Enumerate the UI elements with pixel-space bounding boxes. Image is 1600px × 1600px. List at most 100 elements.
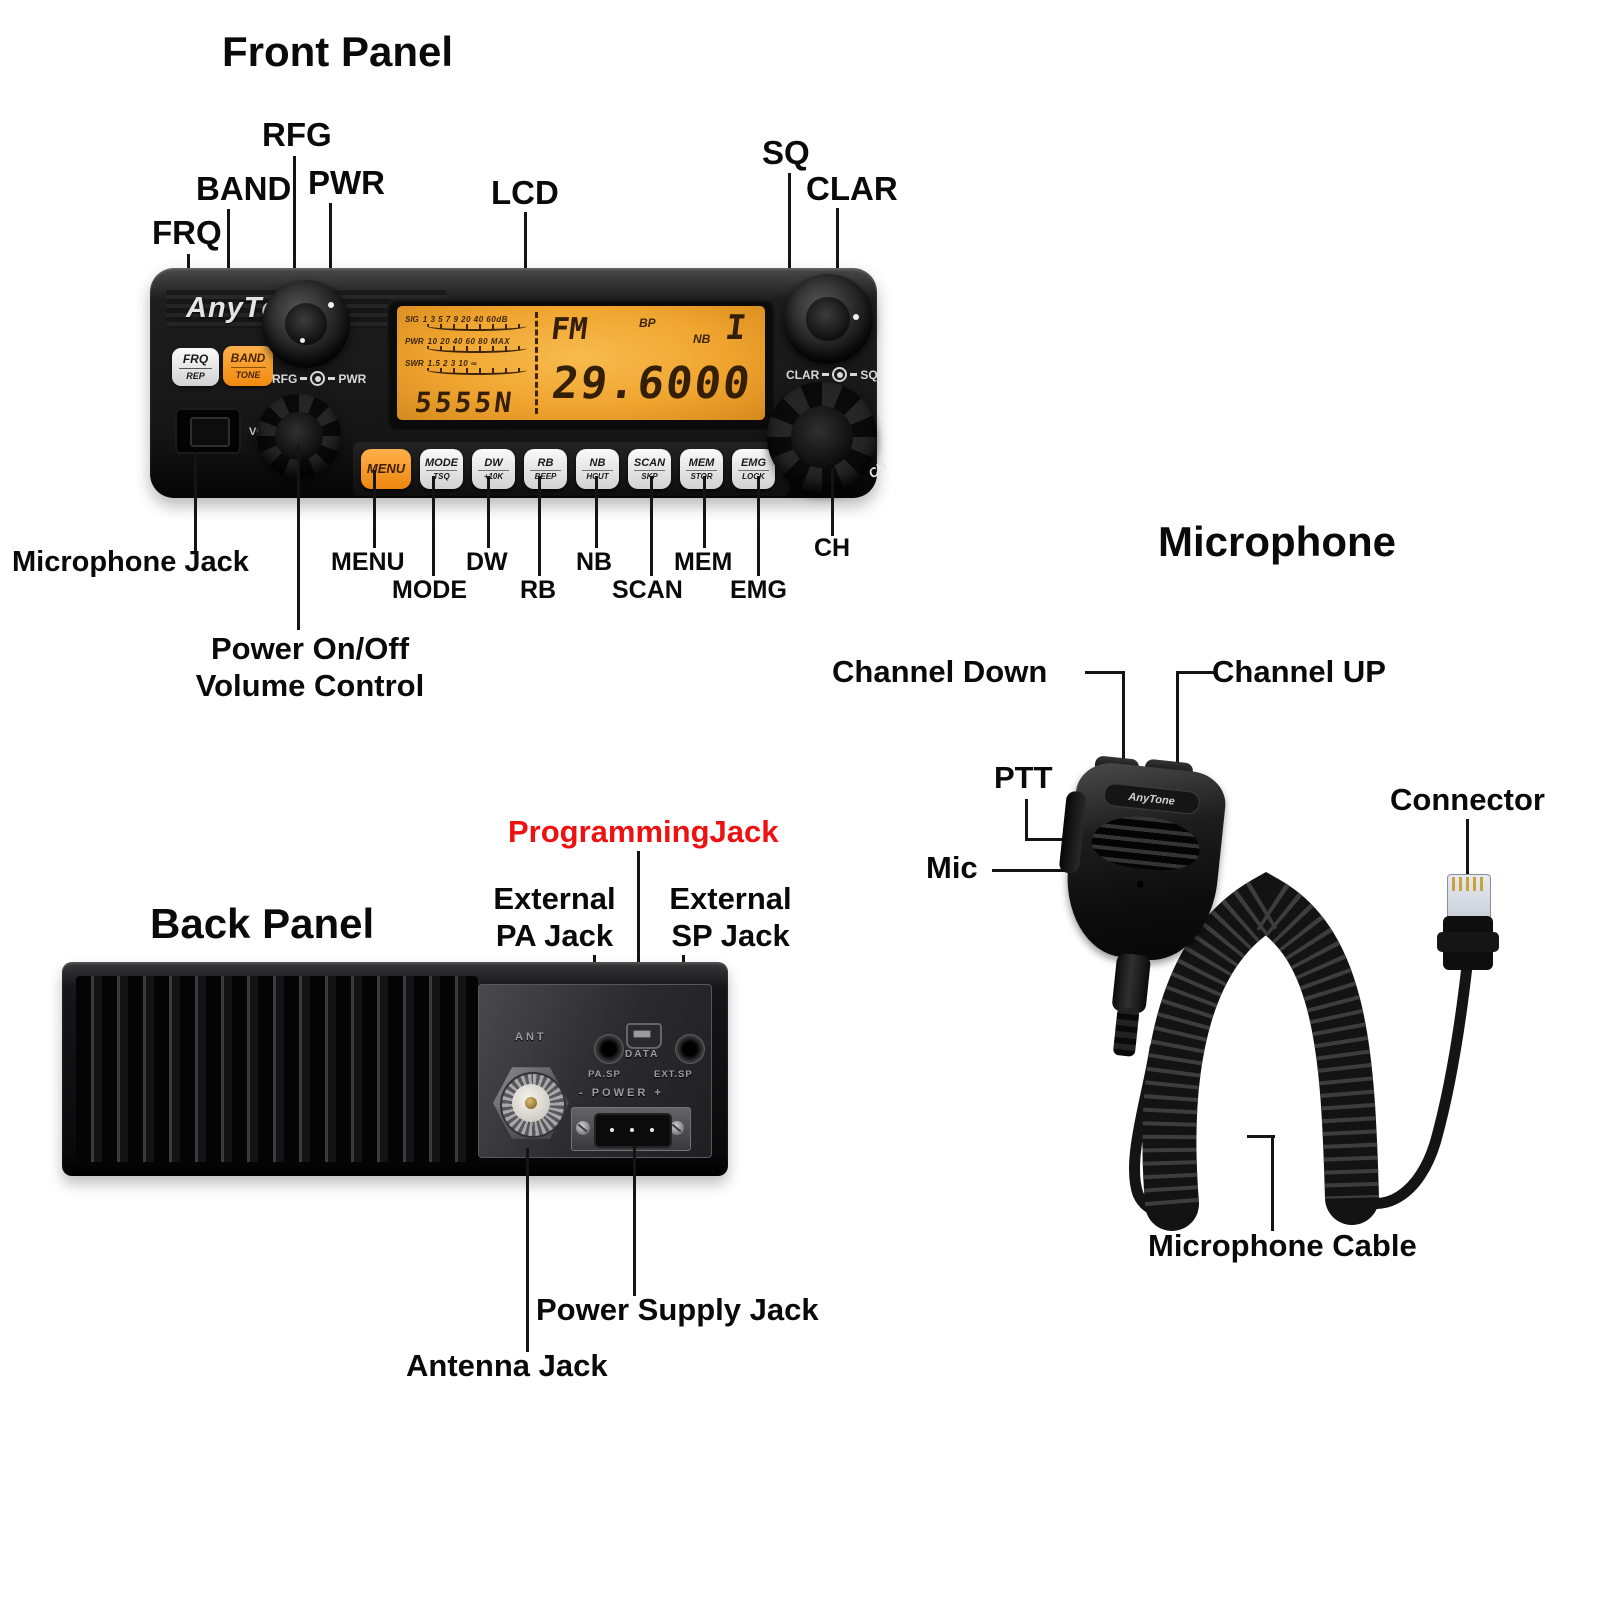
callout-lcd: LCD	[491, 174, 559, 211]
callout-mic: Mic	[926, 850, 978, 885]
callout-mem: MEM	[674, 548, 733, 576]
swr-meter-scale: 1.5 2 3 10 ∞	[427, 359, 478, 368]
band-button-top-label: BAND	[230, 351, 266, 366]
leader-rb	[538, 476, 541, 576]
antenna-jack-pin	[525, 1097, 537, 1109]
ext-sp-engraving: EXT.SP	[654, 1069, 693, 1080]
callout-menu: MENU	[331, 548, 405, 576]
external-pa-line1: External	[493, 881, 616, 916]
channel-knob	[767, 382, 877, 492]
lcd-bp-flag: BP	[639, 316, 656, 330]
power-supply-socket	[594, 1113, 672, 1148]
sq-label: SQ	[860, 367, 878, 382]
leader-channel-up-v	[1176, 671, 1179, 773]
data-mini-usb-port	[626, 1023, 662, 1049]
knob-indicator-dot	[853, 314, 859, 320]
lcd-meters: SIG 1 3 5 7 9 20 40 60dB PWR 10 20 40 60…	[405, 315, 533, 381]
callout-ptt: PTT	[994, 760, 1053, 795]
heat-sink-fins	[76, 976, 478, 1162]
btn-divider	[738, 469, 769, 472]
pwr-meter-ticks	[427, 346, 527, 353]
callout-microphone-cable: Microphone Cable	[1148, 1228, 1417, 1263]
microphone-jack-socket	[175, 408, 241, 454]
emg-top: EMG	[740, 456, 767, 469]
rb-beep-button: RB BEEP	[524, 449, 567, 489]
pa-sp-jack	[594, 1034, 624, 1064]
leader-channel-down-v	[1122, 671, 1125, 773]
mode-bottom: TSQ	[433, 472, 450, 482]
band-tone-button: BAND TONE	[223, 346, 273, 386]
leader-ch	[831, 468, 834, 536]
leader-power-supply	[633, 1146, 636, 1296]
scan-top: SCAN	[633, 456, 666, 469]
pa-sp-engraving: PA.SP	[588, 1069, 621, 1080]
leader-cable-v	[1271, 1135, 1274, 1231]
external-sp-line1: External	[669, 881, 792, 916]
callout-connector: Connector	[1390, 782, 1545, 817]
front-radio-body: AnyTone FRQ REP BAND TONE RFG PWR VOL	[150, 268, 889, 498]
leader-pwr	[329, 203, 332, 330]
callout-band: BAND	[196, 170, 292, 207]
leader-mode	[432, 476, 435, 576]
microphone-title: Microphone	[1158, 518, 1396, 565]
pwr-meter-scale: 10 20 40 60 80 MAX	[427, 337, 511, 346]
lcd-band-digit: I	[723, 308, 749, 348]
callout-scan: SCAN	[612, 576, 683, 604]
leader-rfg	[293, 156, 296, 322]
cable-from-mic	[1129, 1042, 1180, 1216]
external-sp-line2: SP Jack	[671, 918, 790, 953]
ant-engraving: ANT	[515, 1031, 547, 1043]
callout-frq: FRQ	[152, 214, 222, 251]
emg-bottom: LOCK	[742, 472, 765, 482]
leader-ptt-v	[1025, 799, 1028, 841]
rb-bottom: BEEP	[534, 472, 557, 482]
dual-knob-icon	[832, 367, 848, 382]
power-engraving: - POWER +	[579, 1087, 664, 1099]
callout-microphone-jack: Microphone Jack	[12, 546, 249, 578]
btn-divider	[634, 469, 665, 472]
mic-stem	[1111, 952, 1152, 1014]
cable-to-connector	[1346, 960, 1473, 1210]
power-connector-bracket	[571, 1107, 691, 1151]
scan-bottom: SKP	[641, 472, 657, 481]
back-radio-body: ANT DATA PA.SP EXT.SP - POWER +	[62, 962, 728, 1176]
callout-pwr: PWR	[308, 164, 385, 201]
screw-icon	[576, 1121, 590, 1135]
pwr-meter: PWR 10 20 40 60 80 MAX	[405, 337, 533, 353]
rj45-connector-boot	[1437, 916, 1499, 970]
callout-antenna-jack: Antenna Jack	[406, 1348, 608, 1383]
sig-meter-scale: 1 3 5 7 9 20 40 60dB	[422, 315, 508, 324]
leader-nb	[595, 476, 598, 548]
clar-sq-knob-label: CLAR SQ	[786, 367, 878, 382]
rfg-pwr-knob	[262, 280, 350, 368]
sig-meter-label: SIG	[405, 315, 419, 324]
dash-icon	[300, 377, 308, 380]
callout-rb: RB	[520, 576, 557, 604]
btn-divider	[582, 469, 613, 472]
leader-sq	[788, 173, 791, 307]
keypad-strip: MENU MODE TSQ DW +10K RB BEEP NB HCUT	[353, 442, 789, 496]
lcd-nb-flag: NB	[693, 332, 711, 346]
band-button-bottom-label: TONE	[235, 369, 261, 380]
lcd-bezel: SIG 1 3 5 7 9 20 40 60dB PWR 10 20 40 60…	[387, 298, 775, 430]
leader-emg	[757, 476, 760, 576]
ext-sp-jack	[675, 1034, 705, 1064]
leader-volume	[297, 445, 300, 630]
leader-menu	[373, 470, 376, 548]
leader-programming-jack	[637, 851, 640, 1021]
rj45-connector-crystal	[1447, 874, 1491, 922]
frq-rep-button: FRQ REP	[172, 348, 219, 386]
mem-top: MEM	[688, 456, 715, 469]
callout-emg: EMG	[730, 576, 787, 604]
rfg-label: RFG	[272, 371, 298, 386]
callout-nb: NB	[576, 548, 613, 576]
scan-skp-button: SCAN SKP	[628, 449, 671, 489]
leader-channel-down-h	[1085, 671, 1125, 674]
dash-icon	[822, 373, 830, 376]
btn-divider	[478, 469, 509, 472]
lcd-frequency-readout: 29.6000	[549, 358, 755, 409]
frq-button-bottom-label: REP	[186, 370, 205, 381]
screw-icon	[670, 1121, 684, 1135]
